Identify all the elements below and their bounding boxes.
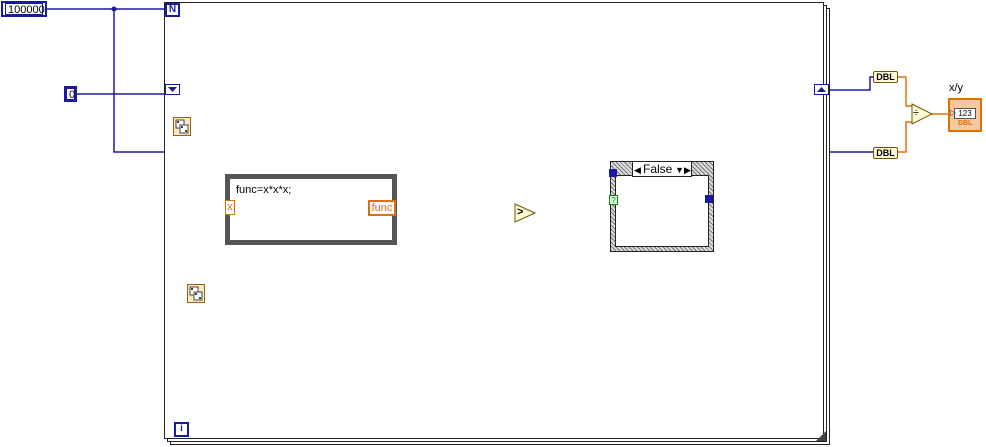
random-number-1[interactable] (173, 117, 191, 136)
indicator-display-text: 123 (958, 109, 972, 118)
wire-junction (111, 6, 117, 12)
case-selector-terminal[interactable]: ? (609, 195, 618, 205)
indicator-type: DBL (958, 120, 973, 127)
formula-input-x[interactable]: x (225, 200, 235, 215)
shift-init-value: 0 (66, 88, 75, 101)
wire-dbl-top-div (898, 76, 912, 107)
up-arrow-icon (817, 87, 826, 92)
to-double-bottom[interactable]: DBL (873, 147, 898, 159)
wire-n-branch (113, 9, 165, 153)
loop-iteration-terminal[interactable]: i (174, 422, 189, 437)
wire-dbl-bot-div (898, 121, 912, 153)
case-selector-label[interactable]: ◀ False ▼ ▶ (632, 161, 692, 177)
divide-node[interactable]: ÷ (911, 103, 934, 125)
n-constant-value: 100000 (5, 3, 45, 16)
random-number-2[interactable] (187, 284, 205, 303)
case-interior (615, 175, 709, 247)
loop-resize-corner[interactable] (816, 431, 826, 441)
indicator-play-icon: ▷ (950, 108, 957, 117)
down-arrow-icon (168, 87, 177, 92)
formula-code[interactable]: func=x*x*x; (236, 184, 292, 196)
divide-symbol: ÷ (913, 107, 920, 119)
wire-to-dbl-top (830, 76, 873, 91)
dice-icon (187, 284, 205, 303)
case-next-arrow[interactable]: ▶ (684, 165, 691, 175)
case-dropdown-arrow[interactable]: ▼ (675, 165, 684, 175)
case-tunnel-in[interactable] (609, 169, 617, 177)
shift-register-right[interactable] (814, 84, 829, 95)
indicator-display: 123 (954, 108, 976, 119)
indicator-label: x/y (949, 82, 964, 94)
case-tunnel-out[interactable] (705, 195, 713, 203)
greater-than-icon (514, 203, 537, 223)
greater-than-node[interactable]: > (514, 203, 537, 223)
compare-symbol: > (517, 206, 524, 218)
n-constant[interactable]: 100000 (1, 1, 47, 17)
case-prev-arrow[interactable]: ◀ (634, 165, 641, 175)
result-indicator[interactable]: 123 ▷ DBL (948, 98, 982, 132)
shift-init-constant[interactable]: 0 (64, 86, 77, 102)
case-selector-value: False (643, 162, 673, 176)
to-double-top[interactable]: DBL (873, 71, 898, 83)
loop-count-terminal[interactable]: N (165, 3, 180, 17)
divide-icon (911, 103, 934, 125)
dice-icon (173, 117, 191, 136)
formula-output-func[interactable]: func (368, 200, 396, 216)
shift-register-left[interactable] (165, 84, 180, 95)
